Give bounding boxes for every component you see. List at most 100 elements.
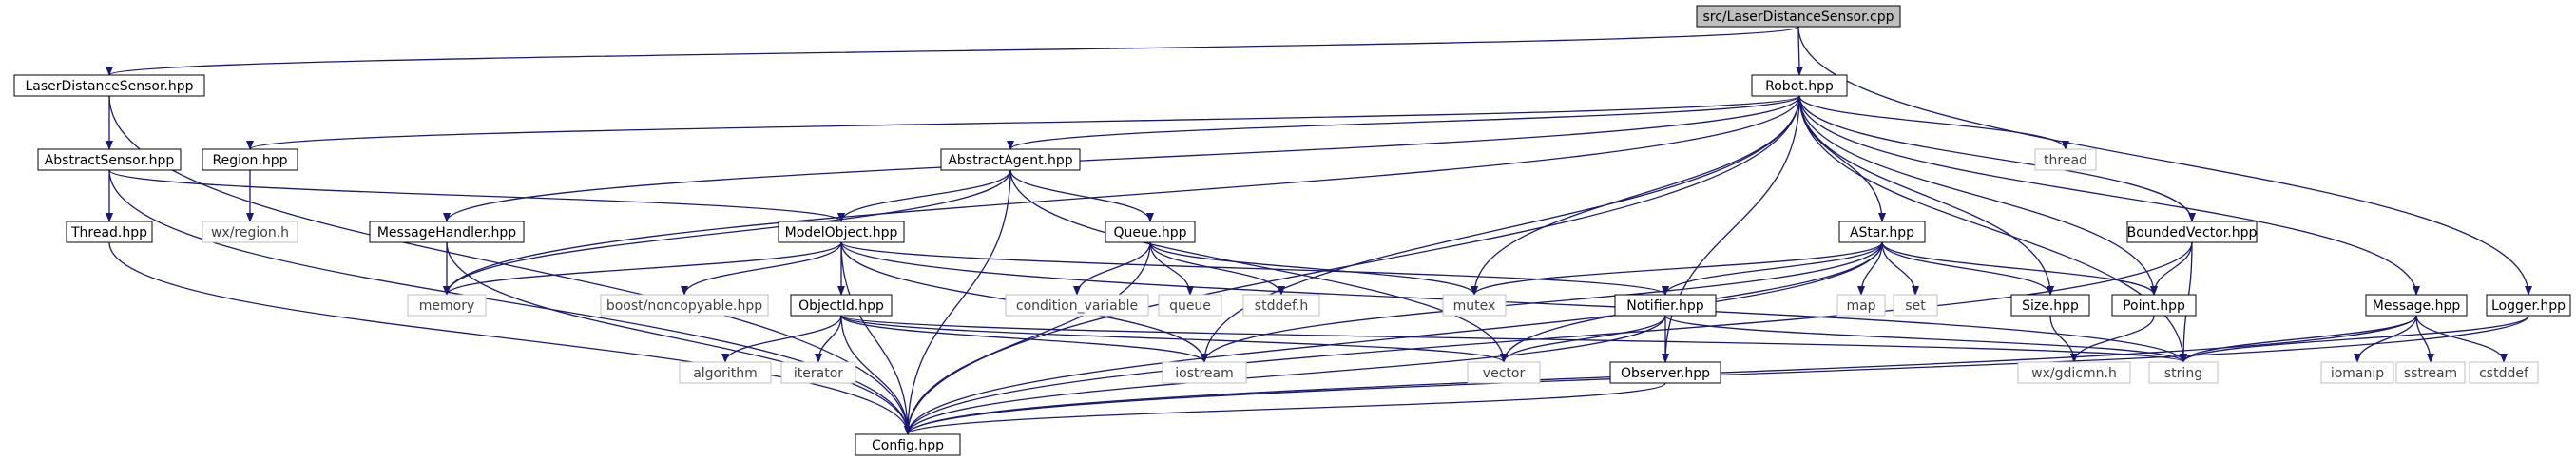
node-abssensor-label: AbstractSensor.hpp [45,153,175,168]
node-notifier-box [1614,294,1717,317]
node-iomanip-label: iomanip [2331,366,2384,381]
node-condvar: condition_variable [1005,294,1149,317]
node-condvar-box [1005,294,1149,317]
node-message[interactable]: Message.hpp [2365,294,2468,317]
edge-astar-to-notifier [1662,241,1883,296]
node-msghandler[interactable]: MessageHandler.hpp [369,221,525,243]
node-message-box [2365,294,2468,317]
node-config[interactable]: Config.hpp [855,433,961,456]
edge-modelobj-to-memory [443,241,842,296]
edge-queue-to-queue_std [1149,241,1194,296]
node-root[interactable]: src/LaserDistanceSensor.cpp [1696,5,1901,28]
node-size[interactable]: Size.hpp [2010,294,2090,317]
edge-modelobj-to-config [840,241,912,435]
edge-queue-to-config [904,241,1151,435]
node-msghandler-box [369,221,525,243]
node-threadhpp-box [66,221,153,243]
node-wxregion-box [202,221,298,243]
node-logger[interactable]: Logger.hpp [2486,294,2571,317]
node-cstddef: cstddef [2469,361,2539,384]
edge-robot-to-config [904,95,1800,435]
node-bounded[interactable]: BoundedVector.hpp [2126,221,2258,243]
node-iterator-label: iterator [794,366,843,381]
edge-notifier-to-string [1664,315,2187,363]
edge-absagent-to-memory [443,169,1011,296]
node-algorithm-label: algorithm [693,366,758,381]
node-astar[interactable]: AStar.hpp [1838,221,1926,243]
edge-astar-to-config [904,241,1883,435]
node-astar-box [1838,221,1926,243]
node-root-label: src/LaserDistanceSensor.cpp [1702,10,1894,25]
edge-robot-to-size [1798,95,2054,296]
node-queue-label: Queue.hpp [1113,225,1186,240]
edge-modelobj-to-string [840,241,2187,363]
node-string-box [2148,361,2219,384]
edge-astar-to-map [1857,241,1883,296]
node-iostream-label: iostream [1175,366,1234,381]
node-point-box [2111,294,2197,317]
node-memory-box [407,294,487,317]
edge-objectid-to-iterator [815,315,842,363]
node-queue[interactable]: Queue.hpp [1105,221,1196,243]
node-notifier-label: Notifier.hpp [1626,298,1704,314]
edges-layer [106,26,2532,435]
node-bounded-label: BoundedVector.hpp [2127,225,2258,240]
edge-logger-to-string [2180,315,2529,363]
node-point[interactable]: Point.hpp [2111,294,2197,317]
node-thread-box [2034,148,2097,171]
node-modelobj[interactable]: ModelObject.hpp [778,221,905,243]
node-observer[interactable]: Observer.hpp [1609,361,1721,384]
node-memory-label: memory [419,298,475,314]
edge-astar-to-point [1881,241,2158,296]
node-region[interactable]: Region.hpp [202,148,298,171]
node-algorithm-box [679,361,772,384]
node-lds-box [13,74,205,97]
node-msghandler-label: MessageHandler.hpp [377,225,516,240]
node-thread-label: thread [2044,153,2087,168]
node-absagent-label: AbstractAgent.hpp [948,153,1072,168]
node-iostream: iostream [1162,361,1247,384]
edge-robot-to-message [1798,95,2420,296]
node-absagent-box [940,148,1081,171]
edge-modelobj-to-notifier [840,241,1669,296]
edge-message-to-cstddef [2415,315,2508,363]
node-noncopyable-label: boost/noncopyable.hpp [606,298,762,314]
node-lds-label: LaserDistanceSensor.hpp [25,79,193,94]
node-memory: memory [407,294,487,317]
node-mutex: mutex [1442,294,1507,317]
node-condvar-label: condition_variable [1016,298,1138,314]
node-noncopyable: boost/noncopyable.hpp [600,294,769,317]
edge-notifier-to-config [904,315,1666,435]
node-logger-label: Logger.hpp [2491,298,2566,314]
node-sstream: sstream [2395,361,2466,384]
node-absagent[interactable]: AbstractAgent.hpp [940,148,1081,171]
node-set-box [1893,294,1938,317]
node-map-label: map [1846,298,1875,314]
node-iterator: iterator [780,361,856,384]
node-robot-box [1751,74,1848,97]
node-lds[interactable]: LaserDistanceSensor.hpp [13,74,205,97]
node-notifier[interactable]: Notifier.hpp [1614,294,1717,317]
node-queue_std-label: queue [1169,298,1211,314]
node-sstream-label: sstream [2404,366,2457,381]
node-objectid[interactable]: ObjectId.hpp [790,294,893,317]
node-queue_std: queue [1158,294,1222,317]
edge-bounded-to-config [904,241,2193,435]
edge-absagent-to-queue [1009,169,1154,222]
node-wxregion-label: wx/region.h [211,225,289,240]
node-robot[interactable]: Robot.hpp [1751,74,1848,97]
node-abssensor[interactable]: AbstractSensor.hpp [37,148,182,171]
node-config-label: Config.hpp [872,438,944,453]
edge-lds-to-config [108,95,912,435]
edge-objectid-to-algorithm [721,315,842,363]
node-noncopyable-box [600,294,769,317]
node-message-label: Message.hpp [2373,298,2461,314]
edge-objectid-to-string [840,315,2187,363]
node-vector-label: vector [1483,366,1526,381]
node-bounded-box [2126,221,2258,243]
node-wxgdicmn-box [2017,361,2131,384]
node-abssensor-box [37,148,182,171]
nodes-layer: src/LaserDistanceSensor.cppLaserDistance… [13,5,2571,456]
node-threadhpp[interactable]: Thread.hpp [66,221,153,243]
